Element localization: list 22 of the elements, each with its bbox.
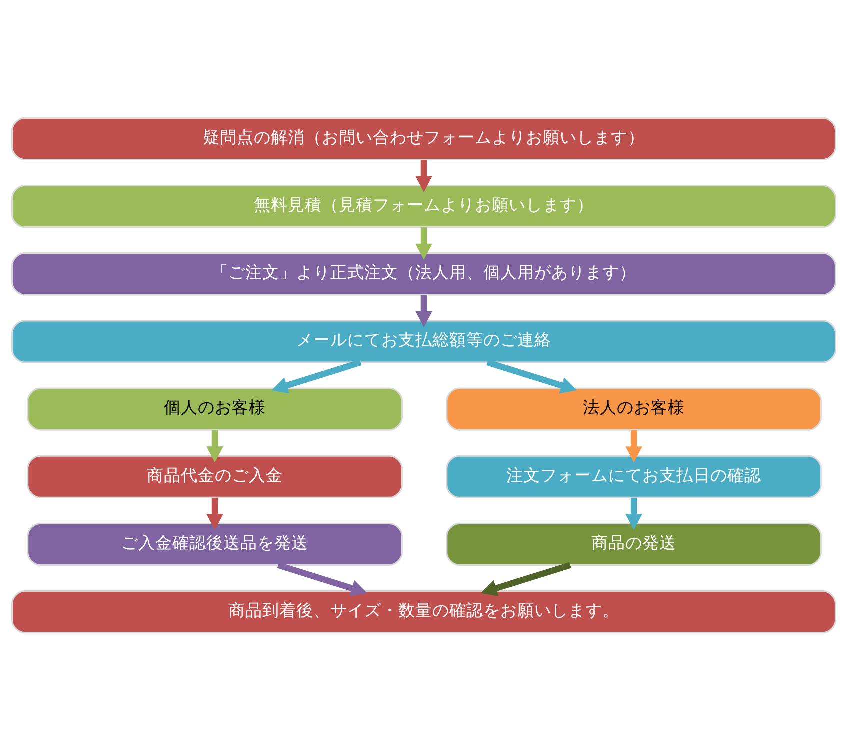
node-box: 法人のお客様: [446, 387, 822, 430]
node-box: 「ご注文」より正式注文（法人用、個人用があります）: [11, 252, 837, 296]
arrow: [626, 497, 642, 530]
node-box: 個人のお客様: [27, 387, 403, 430]
arrow: [416, 160, 432, 192]
arrow: [486, 359, 578, 394]
arrow: [626, 430, 642, 462]
arrow: [272, 359, 362, 394]
arrow: [416, 227, 432, 260]
node-box: メールにてお支払総額等のご連絡: [11, 320, 837, 363]
arrow: [416, 294, 432, 327]
node-box: 無料見積（見積フォームよりお願いします）: [11, 184, 837, 228]
arrow: [206, 430, 224, 462]
node-box: 疑問点の解消（お問い合わせフォームよりお願いします）: [11, 116, 837, 160]
arrow: [480, 562, 572, 596]
node-box: 注文フォームにてお支払日の確認: [446, 454, 822, 498]
node-box: 商品の発送: [446, 522, 822, 566]
node-box: 商品到着後、サイズ・数量の確認をお願いします。: [11, 590, 837, 634]
node-box: 商品代金のご入金: [27, 454, 403, 498]
arrow: [206, 497, 224, 530]
node-box: ご入金確認後送品を発送: [27, 522, 403, 566]
arrow: [277, 562, 368, 596]
